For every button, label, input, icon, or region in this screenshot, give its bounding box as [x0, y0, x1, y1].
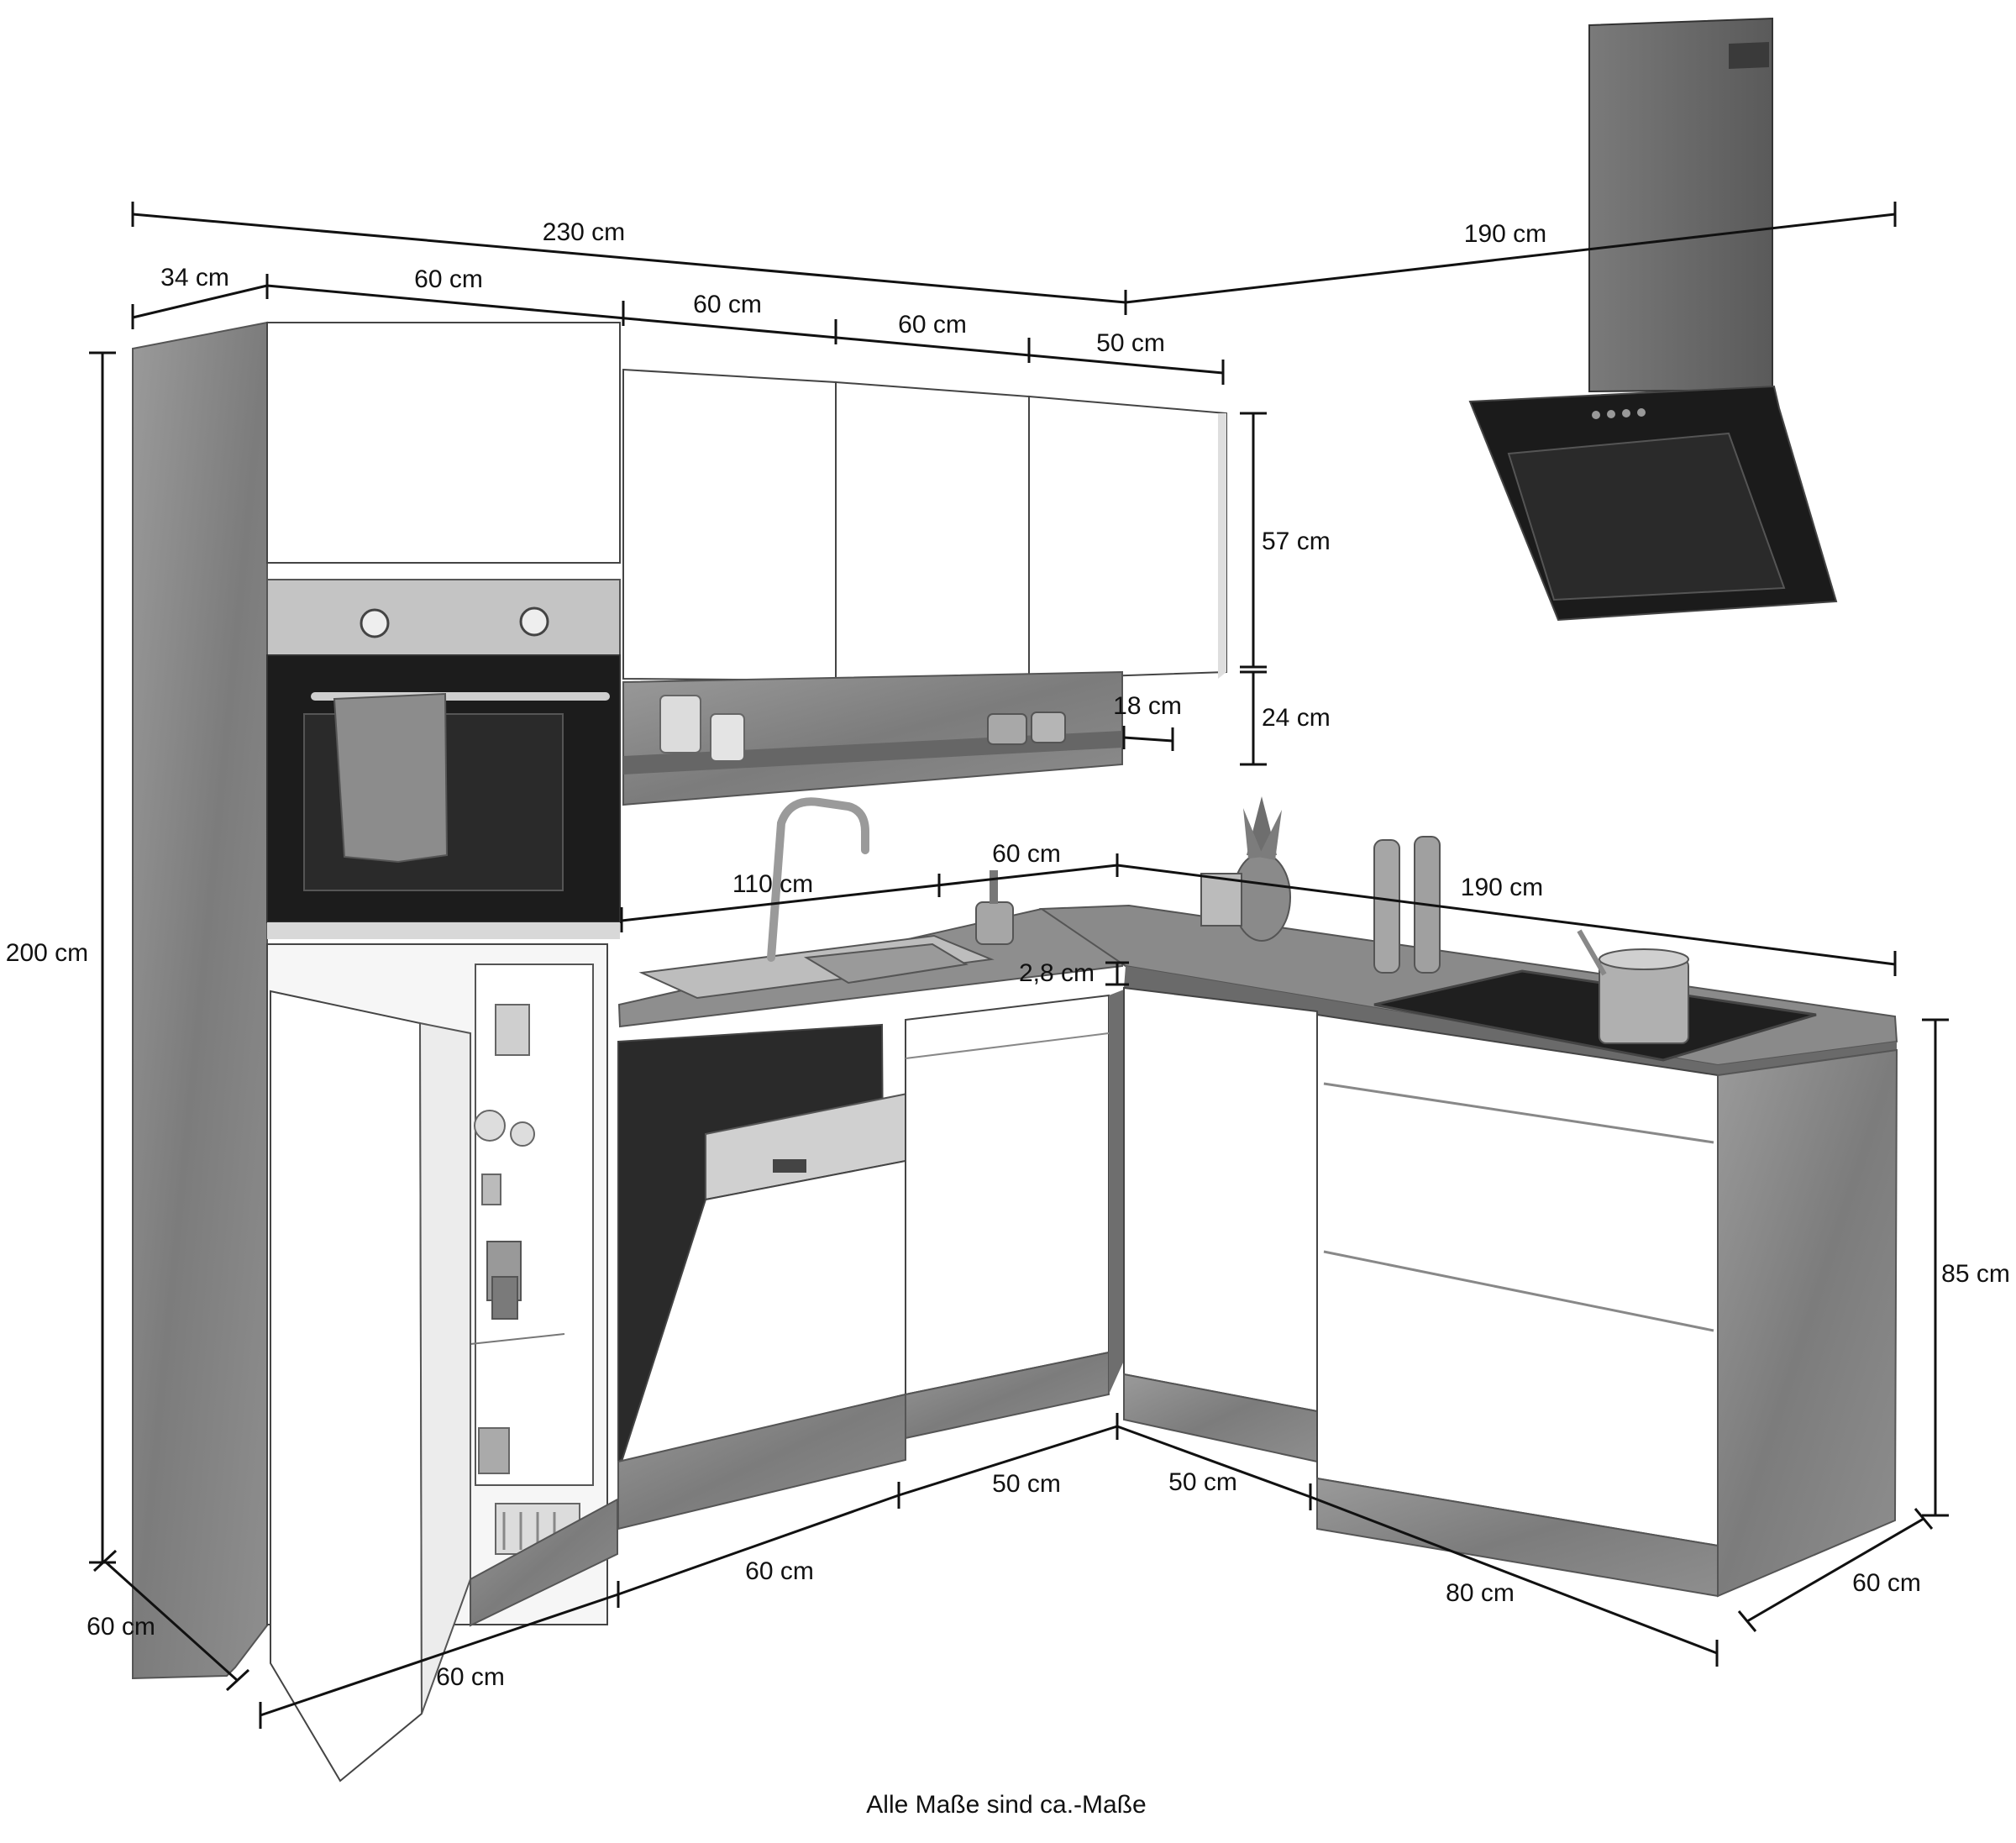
sink	[638, 797, 995, 1000]
dim-label-34: 34 cm	[160, 264, 229, 291]
dim-label-18: 18 cm	[1113, 692, 1182, 720]
kitchen-illustration	[132, 17, 1898, 1783]
dim-label-57: 57 cm	[1262, 528, 1331, 555]
spice-mills	[1373, 836, 1441, 974]
corner-cabinet	[1123, 986, 1318, 1463]
dim-label-80: 80 cm	[1446, 1579, 1515, 1607]
cooking-pot	[1599, 958, 1689, 1044]
dim-label-50-bottom-left: 50 cm	[992, 1470, 1061, 1498]
dim-label-60-left-depth: 60 cm	[87, 1613, 155, 1641]
dim-label-60-counter: 60 cm	[992, 840, 1061, 868]
dim-label-200: 200 cm	[6, 939, 88, 967]
caption: Alle Maße sind ca.-Maße	[866, 1791, 1146, 1819]
pineapple	[1200, 796, 1291, 942]
dim-label-50-top: 50 cm	[1096, 329, 1165, 357]
mug	[659, 695, 701, 753]
soap-dispenser	[975, 870, 1014, 945]
tall-cabinet-plinth	[470, 1498, 618, 1627]
fridge-open	[266, 943, 608, 1783]
dim-label-60-bottom-front: 60 cm	[436, 1663, 505, 1691]
wall-cabinets	[622, 368, 1227, 682]
dim-label-230: 230 cm	[543, 218, 625, 246]
mug	[710, 713, 745, 762]
range-hood	[1468, 17, 1838, 622]
towel	[333, 692, 449, 864]
jar	[987, 713, 1027, 745]
dim-label-50-bottom-right: 50 cm	[1168, 1468, 1237, 1496]
faucet	[767, 797, 869, 962]
oven	[266, 579, 621, 939]
tall-cabinet-top-door	[266, 322, 621, 564]
dim-label-2-8: 2,8 cm	[1019, 959, 1095, 987]
dim-label-110: 110 cm	[732, 870, 813, 898]
dimension-labels: 230 cm 190 cm 34 cm 60 cm 60 cm 60 cm 50…	[6, 218, 2010, 1691]
tall-cabinet-side-panel	[132, 321, 268, 1680]
dim-label-24: 24 cm	[1262, 704, 1331, 732]
fridge-door	[270, 990, 423, 1783]
wall-shelf	[622, 670, 1123, 806]
dim-label-85: 85 cm	[1941, 1260, 2010, 1288]
dim-label-60-top-b: 60 cm	[693, 291, 762, 318]
dim-label-190-counter: 190 cm	[1461, 874, 1543, 901]
dim-label-60-bottom-middle: 60 cm	[745, 1557, 814, 1585]
oven-knob-right-icon	[519, 606, 549, 637]
dim-label-60-top-a: 60 cm	[414, 265, 483, 293]
drawer-cabinet	[1316, 1013, 1898, 1598]
jar	[1031, 711, 1066, 743]
oven-knob-left-icon	[360, 608, 390, 638]
dim-label-60-right-depth: 60 cm	[1852, 1569, 1921, 1597]
sink-base-cabinet	[905, 990, 1124, 1440]
dimension-lines	[89, 202, 1949, 1729]
dim-label-190-top: 190 cm	[1464, 220, 1546, 248]
cooktop	[1373, 929, 1817, 1062]
dim-label-60-top-c: 60 cm	[898, 311, 967, 339]
